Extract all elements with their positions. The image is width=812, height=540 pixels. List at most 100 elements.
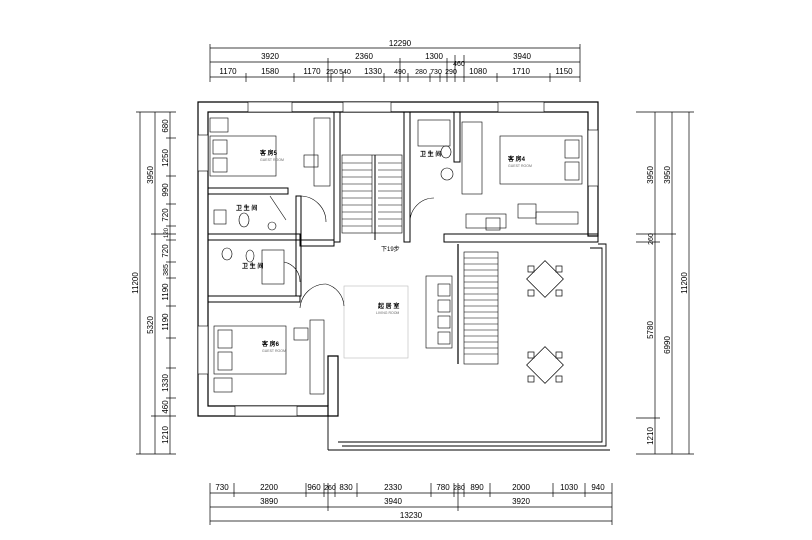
cushion-icon bbox=[437, 283, 451, 297]
nightstand-icon bbox=[209, 117, 229, 133]
room-label-guest5: 客 房5 bbox=[259, 149, 278, 157]
balcony-outline bbox=[327, 243, 610, 451]
toilet-icon bbox=[245, 249, 255, 263]
nightstand-icon bbox=[213, 377, 233, 393]
dim-left-detail: 460 bbox=[161, 400, 170, 414]
sofa-icon bbox=[425, 275, 453, 349]
room-label-guest6: 客 房6 bbox=[261, 340, 280, 348]
guest-room-5-furniture bbox=[209, 117, 331, 223]
dim-bottom-detail: 830 bbox=[339, 483, 353, 492]
dim-left-detail: 720 bbox=[161, 244, 170, 258]
dim-bottom-total: 13230 bbox=[400, 511, 423, 520]
chair-icon bbox=[555, 265, 563, 273]
shower-icon bbox=[417, 119, 451, 147]
dim-top-detail: 1170 bbox=[219, 67, 237, 76]
balcony-furniture bbox=[526, 260, 564, 384]
dim-right-total: 11200 bbox=[680, 272, 689, 294]
pillow-icon bbox=[564, 139, 580, 159]
dim-top-detail: 1080 bbox=[469, 67, 487, 76]
dim-top-mid: 3920 bbox=[261, 52, 279, 61]
chair-icon bbox=[527, 351, 535, 359]
dim-top-detail: 290 bbox=[445, 69, 457, 76]
dim-right-b: 6990 bbox=[663, 336, 672, 354]
room-label-bath-left-lower: 卫 生 间 bbox=[242, 262, 263, 270]
dim-top-detail: 1170 bbox=[303, 67, 321, 76]
chair-icon bbox=[485, 217, 501, 231]
room-label-guest4: 客 房4 bbox=[507, 155, 526, 163]
dim-bottom-detail: 730 bbox=[215, 483, 229, 492]
dim-bottom-mid: 3920 bbox=[512, 497, 530, 506]
dim-bottom-detail: 260 bbox=[324, 485, 336, 492]
chair-icon bbox=[517, 203, 537, 219]
pillow-icon bbox=[217, 351, 233, 371]
balcony-stairs bbox=[457, 244, 499, 365]
door-swing-icon bbox=[299, 195, 327, 223]
chair-icon bbox=[293, 327, 309, 341]
left-dimension-lines bbox=[136, 111, 176, 455]
rug-icon bbox=[343, 285, 409, 359]
chair-icon bbox=[555, 351, 563, 359]
room-sublabel: GUEST ROOM bbox=[260, 158, 284, 162]
dim-bottom-detail: 960 bbox=[307, 483, 321, 492]
dim-bottom-detail: 280 bbox=[453, 485, 465, 492]
door-swing-icon bbox=[299, 283, 327, 309]
interior-walls bbox=[207, 111, 599, 303]
windows bbox=[197, 101, 599, 417]
right-dimension-lines bbox=[636, 111, 694, 455]
dim-left-detail: 1250 bbox=[161, 149, 170, 167]
dim-top-mid: 3940 bbox=[513, 52, 531, 61]
pillow-icon bbox=[564, 161, 580, 181]
cushion-icon bbox=[437, 299, 451, 313]
dim-right-a: 1210 bbox=[646, 427, 655, 445]
basin-icon bbox=[267, 221, 277, 231]
door-icon bbox=[269, 195, 287, 221]
dim-bottom-mid: 3890 bbox=[260, 497, 278, 506]
dim-left-detail: 1330 bbox=[161, 374, 170, 392]
tv-stand-icon bbox=[535, 211, 579, 225]
basin-icon bbox=[213, 209, 227, 225]
dim-bottom-mid: 3940 bbox=[384, 497, 402, 506]
dim-top-extra: 460 bbox=[453, 61, 465, 68]
door-swing-icon bbox=[283, 261, 301, 283]
dim-left-detail: 1190 bbox=[161, 283, 170, 301]
dim-top-detail: 730 bbox=[430, 69, 442, 76]
wardrobe-icon bbox=[309, 319, 325, 395]
dim-bottom-detail: 780 bbox=[436, 483, 450, 492]
room-label-bath-right: 卫 生 间 bbox=[420, 150, 441, 158]
dim-bottom-detail: 2200 bbox=[260, 483, 278, 492]
bed-icon bbox=[499, 135, 583, 185]
dim-top-detail: 1150 bbox=[555, 67, 573, 76]
cushion-icon bbox=[437, 315, 451, 329]
chair-icon bbox=[555, 289, 563, 297]
chair-icon bbox=[527, 289, 535, 297]
chair-icon bbox=[555, 375, 563, 383]
table-icon bbox=[526, 346, 564, 384]
bed-icon bbox=[213, 325, 287, 375]
dim-left-detail: 720 bbox=[161, 208, 170, 222]
exterior-walls bbox=[197, 101, 599, 417]
dim-bottom-detail: 940 bbox=[591, 483, 605, 492]
dim-left-detail: 680 bbox=[161, 119, 170, 133]
main-stairs bbox=[341, 154, 403, 240]
dim-top-detail: 540 bbox=[339, 69, 351, 76]
dim-top-mid: 1300 bbox=[425, 52, 443, 61]
dim-right-a: 260 bbox=[648, 233, 655, 245]
dim-top-detail: 250 bbox=[326, 69, 338, 76]
dim-bottom-detail: 2330 bbox=[384, 483, 402, 492]
pillow-icon bbox=[212, 157, 228, 173]
room-sublabel-living: LIVING ROOM bbox=[376, 311, 399, 315]
door-swing-icon bbox=[409, 197, 435, 223]
dim-top-detail: 1710 bbox=[512, 67, 530, 76]
dim-left-detail: 120 bbox=[164, 227, 170, 238]
chair-icon bbox=[527, 375, 535, 383]
dim-top-detail: 280 bbox=[415, 69, 427, 76]
living-room-furniture bbox=[325, 275, 453, 359]
dim-bottom-detail: 1030 bbox=[560, 483, 578, 492]
basin-icon bbox=[221, 247, 233, 261]
dim-top-detail: 1580 bbox=[261, 67, 279, 76]
dim-left-detail: 385 bbox=[163, 264, 170, 276]
dim-left-detail: 1190 bbox=[161, 313, 170, 331]
wardrobe-icon bbox=[461, 121, 483, 195]
cushion-icon bbox=[437, 331, 451, 345]
room-label-bath-left-upper: 卫 生 间 bbox=[236, 204, 257, 212]
